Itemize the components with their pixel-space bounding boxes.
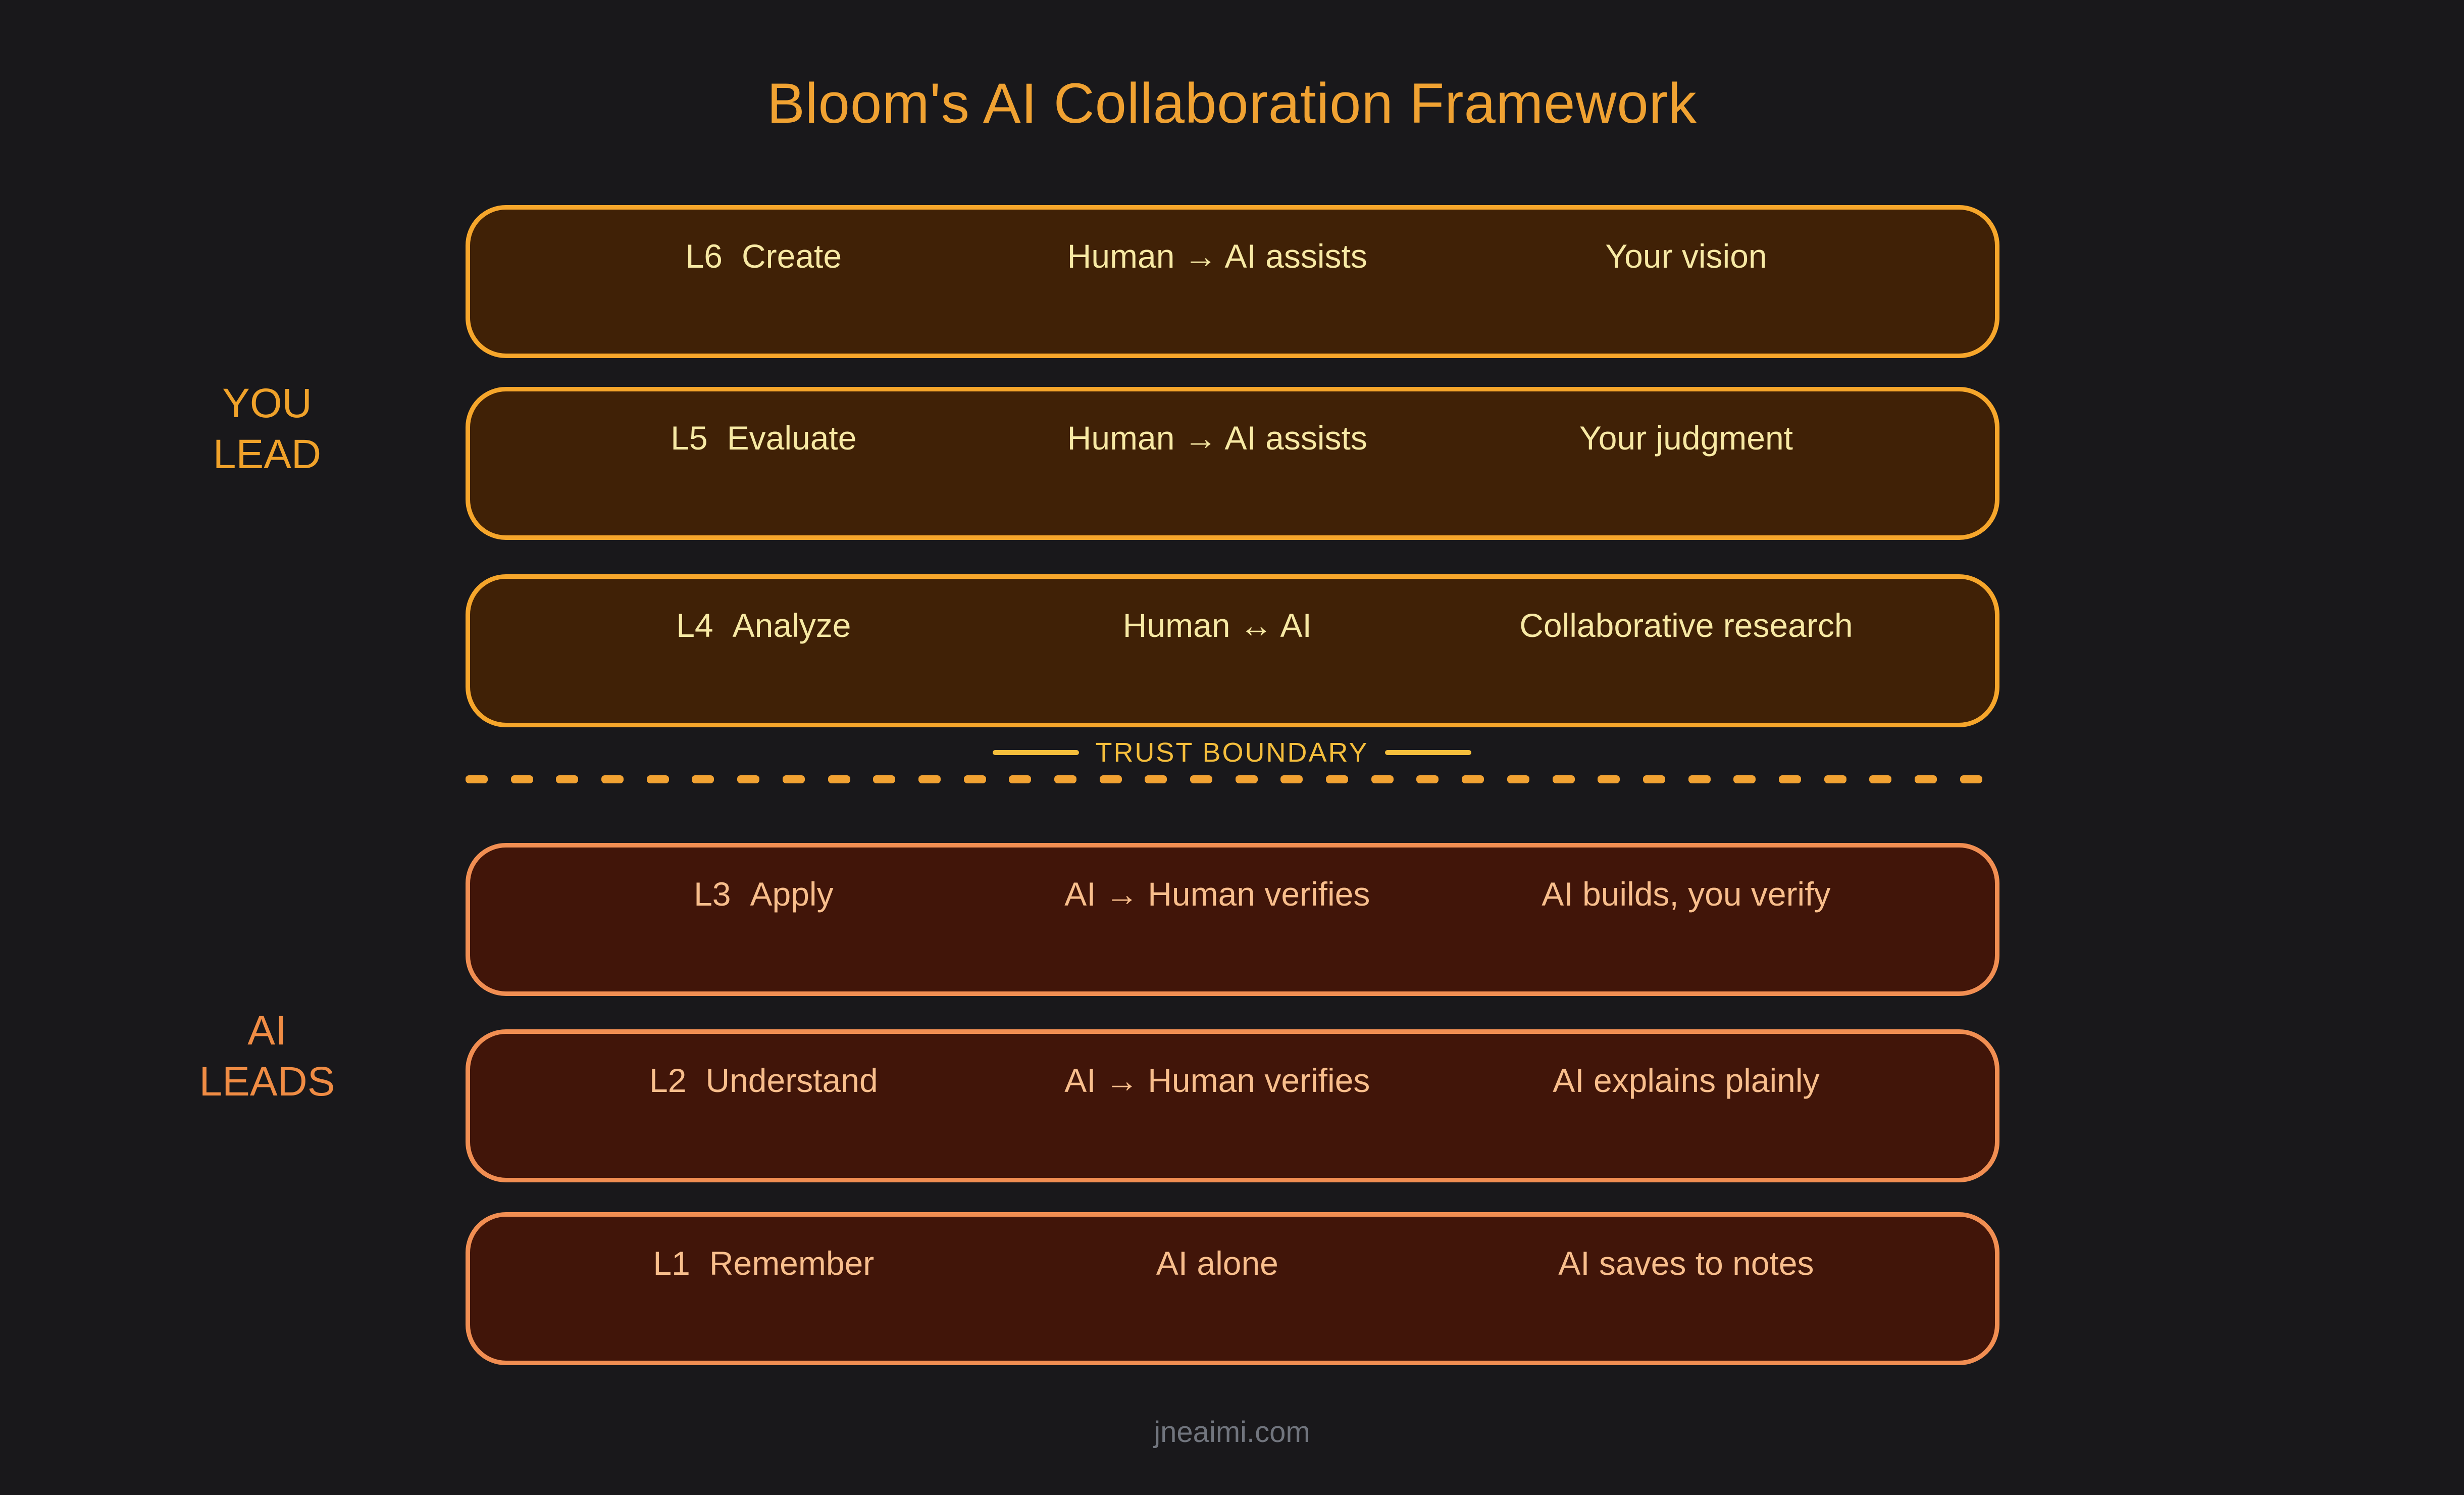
l2-skill: Understand bbox=[705, 1062, 878, 1099]
dash-segment bbox=[1190, 775, 1212, 783]
trust-boundary-left-dash-icon bbox=[993, 750, 1080, 755]
group-label-ai-leads: AI LEADS bbox=[141, 1005, 393, 1107]
dash-segment bbox=[1733, 775, 1756, 783]
l2-note: AI explains plainly bbox=[1553, 1062, 1820, 1099]
trust-boundary-right-dash-icon bbox=[1384, 750, 1471, 755]
l3-mode: AI → Human verifies bbox=[1064, 875, 1370, 913]
l4-note: Collaborative research bbox=[1519, 607, 1853, 644]
dash-segment bbox=[737, 775, 760, 783]
dash-segment bbox=[1054, 775, 1076, 783]
level-row-l1-remember: L1 Remember AI alone AI saves to notes bbox=[466, 1212, 1999, 1365]
trust-boundary-dashed-line bbox=[466, 775, 1982, 783]
dash-segment bbox=[1507, 775, 1529, 783]
dash-segment bbox=[1688, 775, 1711, 783]
dash-segment bbox=[963, 775, 986, 783]
l4-skill: Analyze bbox=[732, 607, 851, 644]
dash-segment bbox=[1778, 775, 1801, 783]
dash-segment bbox=[1552, 775, 1575, 783]
dash-segment bbox=[510, 775, 533, 783]
l2-level-and-skill: L2 Understand bbox=[470, 1060, 1057, 1101]
dash-segment bbox=[782, 775, 805, 783]
l3-note: AI builds, you verify bbox=[1542, 875, 1831, 913]
l4-level-and-skill: L4 Analyze bbox=[470, 605, 1057, 645]
l5-note: Your judgment bbox=[1579, 419, 1793, 457]
level-row-l6-create: L6 Create Human → AI assists Your vision bbox=[466, 205, 1999, 358]
l6-level: L6 bbox=[685, 237, 723, 275]
l1-level-and-skill: L1 Remember bbox=[470, 1243, 1057, 1283]
l6-level-and-skill: L6 Create bbox=[470, 236, 1057, 276]
dash-segment bbox=[646, 775, 669, 783]
dash-segment bbox=[1371, 775, 1394, 783]
dash-segment bbox=[828, 775, 850, 783]
dash-segment bbox=[1915, 775, 1937, 783]
l4-level: L4 bbox=[676, 607, 713, 644]
dash-segment bbox=[918, 775, 941, 783]
l5-mode: Human → AI assists bbox=[1067, 419, 1367, 457]
dash-segment bbox=[1416, 775, 1439, 783]
l2-mode: AI → Human verifies bbox=[1064, 1062, 1370, 1099]
group-label-you-lead-line2: LEAD bbox=[213, 431, 322, 477]
footer-watermark: jneaimi.com bbox=[1154, 1416, 1310, 1449]
level-row-l3-apply: L3 Apply AI → Human verifies AI builds, … bbox=[466, 843, 1999, 996]
l1-note: AI saves to notes bbox=[1558, 1244, 1814, 1282]
l3-skill: Apply bbox=[750, 875, 834, 913]
l2-level: L2 bbox=[649, 1062, 687, 1099]
dash-segment bbox=[601, 775, 624, 783]
page-title: Bloom's AI Collaboration Framework bbox=[767, 72, 1697, 135]
dash-segment bbox=[1462, 775, 1484, 783]
group-label-you-lead-line1: YOU bbox=[222, 380, 312, 426]
level-row-l5-evaluate: L5 Evaluate Human → AI assists Your judg… bbox=[466, 387, 1999, 540]
l1-mode: AI alone bbox=[1156, 1244, 1278, 1282]
l1-level: L1 bbox=[653, 1244, 690, 1282]
dash-segment bbox=[1235, 775, 1258, 783]
group-label-you-lead: YOU LEAD bbox=[141, 378, 393, 480]
dash-segment bbox=[1145, 775, 1167, 783]
dash-segment bbox=[692, 775, 714, 783]
level-row-l4-analyze: L4 Analyze Human ↔ AI Collaborative rese… bbox=[466, 574, 1999, 727]
dash-segment bbox=[466, 775, 488, 783]
dash-segment bbox=[1598, 775, 1620, 783]
l5-level: L5 bbox=[671, 419, 708, 457]
dash-segment bbox=[1824, 775, 1846, 783]
l6-note: Your vision bbox=[1605, 237, 1767, 275]
dash-segment bbox=[1009, 775, 1032, 783]
dash-segment bbox=[1099, 775, 1122, 783]
trust-boundary-label-row: TRUST BOUNDARY bbox=[0, 736, 2464, 769]
dash-segment bbox=[1869, 775, 1892, 783]
l4-mode: Human ↔ AI bbox=[1122, 607, 1312, 644]
l1-skill: Remember bbox=[709, 1244, 875, 1282]
l5-skill: Evaluate bbox=[727, 419, 857, 457]
dash-segment bbox=[1960, 775, 1982, 783]
dash-segment bbox=[1280, 775, 1303, 783]
level-row-l2-understand: L2 Understand AI → Human verifies AI exp… bbox=[466, 1029, 1999, 1182]
l3-level-and-skill: L3 Apply bbox=[470, 874, 1057, 914]
l6-mode: Human → AI assists bbox=[1067, 237, 1367, 275]
dash-segment bbox=[556, 775, 579, 783]
dash-segment bbox=[1326, 775, 1349, 783]
trust-boundary-label: TRUST BOUNDARY bbox=[1095, 737, 1369, 768]
l6-skill: Create bbox=[742, 237, 842, 275]
group-label-ai-leads-line2: LEADS bbox=[199, 1059, 335, 1105]
l5-level-and-skill: L5 Evaluate bbox=[470, 418, 1057, 458]
group-label-ai-leads-line1: AI bbox=[247, 1008, 287, 1054]
dash-segment bbox=[1642, 775, 1665, 783]
l3-level: L3 bbox=[694, 875, 731, 913]
dash-segment bbox=[873, 775, 896, 783]
